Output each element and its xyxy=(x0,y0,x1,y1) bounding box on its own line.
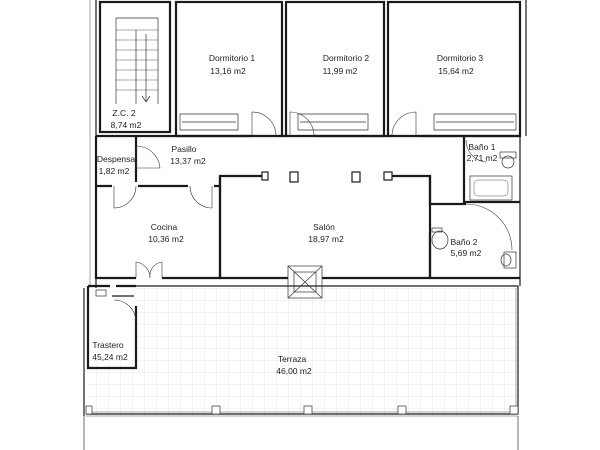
room-name: Z.C. 2 xyxy=(112,108,135,118)
trastero-walls xyxy=(86,284,138,370)
room-label-pasillo: Pasillo 13,37 m2 xyxy=(170,144,206,166)
bath1-fixtures xyxy=(465,139,517,201)
room-area: 2,71 m2 xyxy=(467,153,498,163)
room-name: Baño 2 xyxy=(451,237,478,247)
room-area: 45,24 m2 xyxy=(92,352,128,362)
room-label-dormitorio-3: Dormitorio 3 15,64 m2 xyxy=(437,53,484,76)
room-area: 46,00 m2 xyxy=(276,366,312,376)
room-name: Dormitorio 2 xyxy=(323,53,370,63)
room-label-salon: Salón 18,97 m2 xyxy=(308,222,344,244)
room-label-zc2: Z.C. 2 8,74 m2 xyxy=(111,108,142,130)
room-label-terraza: Terraza 46,00 m2 xyxy=(276,354,312,376)
room-area: 18,97 m2 xyxy=(308,234,344,244)
interior-walls xyxy=(94,134,520,299)
room-label-dormitorio-2: Dormitorio 2 11,99 m2 xyxy=(323,53,370,76)
room-area: 13,16 m2 xyxy=(210,66,246,76)
room-area: 13,37 m2 xyxy=(170,156,206,166)
room-area: 5,69 m2 xyxy=(451,248,482,258)
room-area: 1,82 m2 xyxy=(99,166,130,176)
stair-core xyxy=(98,0,172,134)
room-name: Baño 1 xyxy=(469,142,496,152)
room-label-despensa: Despensa 1,82 m2 xyxy=(97,154,136,176)
room-label-bano-2: Baño 2 5,69 m2 xyxy=(451,237,482,258)
room-area: 10,36 m2 xyxy=(148,234,184,244)
room-label-bano-1: Baño 1 2,71 m2 xyxy=(467,142,498,163)
room-name: Pasillo xyxy=(171,144,196,154)
room-name: Cocina xyxy=(151,222,178,232)
room-label-trastero: Trastero 45,24 m2 xyxy=(92,340,128,362)
bath2-fixtures xyxy=(431,203,517,269)
room-name: Despensa xyxy=(97,154,136,164)
room-name: Salón xyxy=(313,222,335,232)
room-name: Trastero xyxy=(92,340,124,350)
room-area: 11,99 m2 xyxy=(323,66,358,76)
room-label-dormitorio-1: Dormitorio 1 13,16 m2 xyxy=(209,53,256,76)
room-name: Dormitorio 1 xyxy=(209,53,256,63)
room-label-cocina: Cocina 10,36 m2 xyxy=(148,222,184,244)
room-area: 8,74 m2 xyxy=(111,120,142,130)
room-name: Dormitorio 3 xyxy=(437,53,484,63)
room-name: Terraza xyxy=(278,354,307,364)
room-area: 15,64 m2 xyxy=(438,66,474,76)
